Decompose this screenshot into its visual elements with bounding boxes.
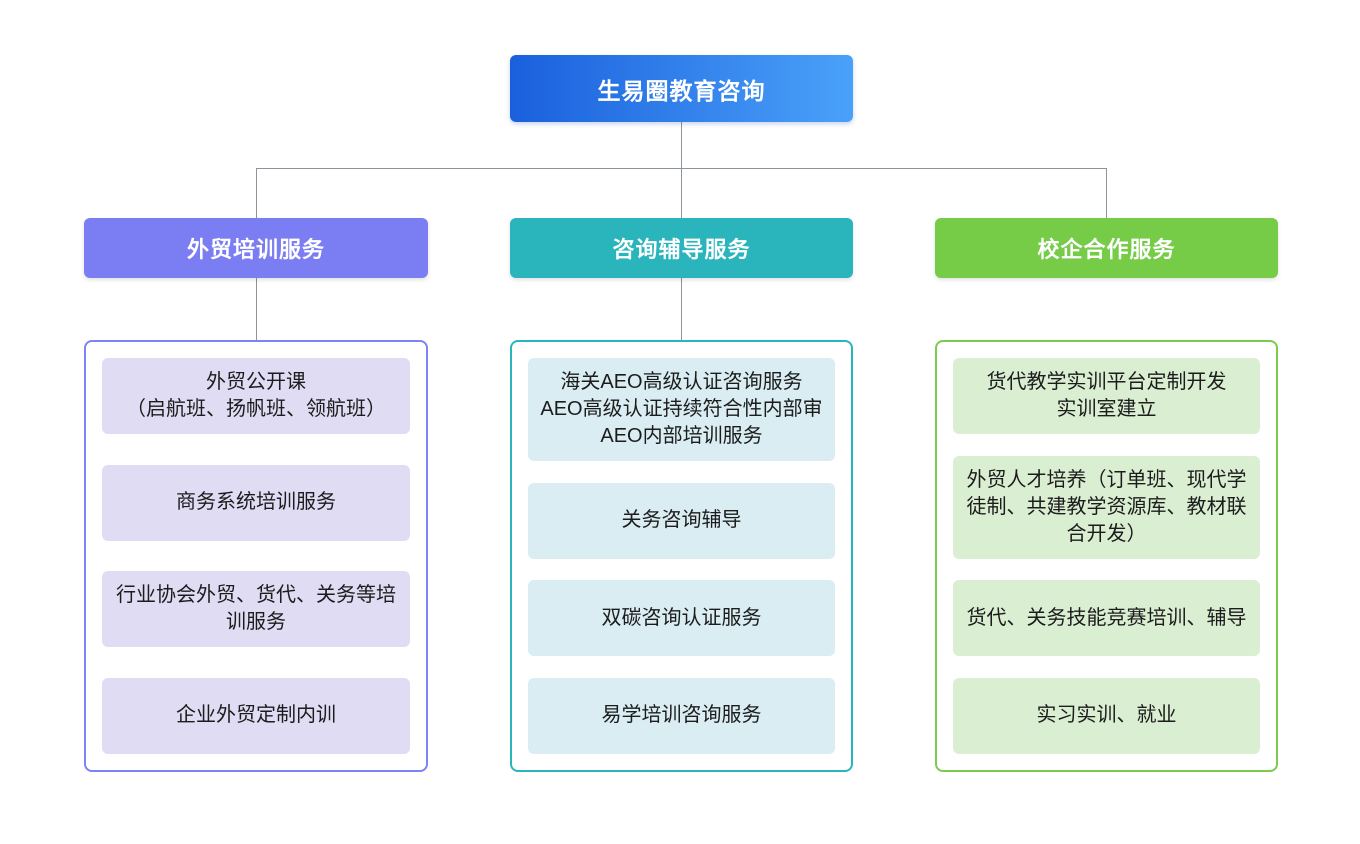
connector-root-drop: [681, 122, 682, 218]
connector-header-to-panel-2: [681, 278, 682, 340]
leaf-node: 关务咨询辅导: [528, 482, 835, 559]
leaf-node: 商务系统培训服务: [102, 464, 410, 541]
branch-header-school-enterprise: 校企合作服务: [935, 218, 1278, 278]
connector-horizontal-rail: [256, 168, 1107, 169]
connector-drop-branch-1: [256, 168, 257, 218]
branch-header-consulting-coaching: 咨询辅导服务: [510, 218, 853, 278]
leaf-node: 易学培训咨询服务: [528, 677, 835, 754]
root-node: 生易圈教育咨询: [510, 55, 853, 122]
branch-header-trade-training: 外贸培训服务: [84, 218, 428, 278]
leaf-node: 行业协会外贸、货代、关务等培训服务: [102, 571, 410, 648]
panel-school-enterprise: 货代教学实训平台定制开发 实训室建立 外贸人才培养（订单班、现代学徒制、共建教学…: [935, 340, 1278, 772]
connector-drop-branch-3: [1106, 168, 1107, 218]
panel-consulting-coaching: 海关AEO高级认证咨询服务 AEO高级认证持续符合性内部审 AEO内部培训服务 …: [510, 340, 853, 772]
leaf-node: 外贸人才培养（订单班、现代学徒制、共建教学资源库、教材联合开发）: [953, 455, 1260, 559]
panel-trade-training: 外贸公开课 （启航班、扬帆班、领航班） 商务系统培训服务 行业协会外贸、货代、关…: [84, 340, 428, 772]
connector-header-to-panel-1: [256, 278, 257, 340]
leaf-node: 货代教学实训平台定制开发 实训室建立: [953, 358, 1260, 434]
leaf-node: 海关AEO高级认证咨询服务 AEO高级认证持续符合性内部审 AEO内部培训服务: [528, 358, 835, 461]
leaf-node: 货代、关务技能竞赛培训、辅导: [953, 580, 1260, 657]
leaf-node: 外贸公开课 （启航班、扬帆班、领航班）: [102, 358, 410, 434]
leaf-node: 企业外贸定制内训: [102, 677, 410, 754]
leaf-node: 双碳咨询认证服务: [528, 580, 835, 657]
leaf-node: 实习实训、就业: [953, 677, 1260, 754]
